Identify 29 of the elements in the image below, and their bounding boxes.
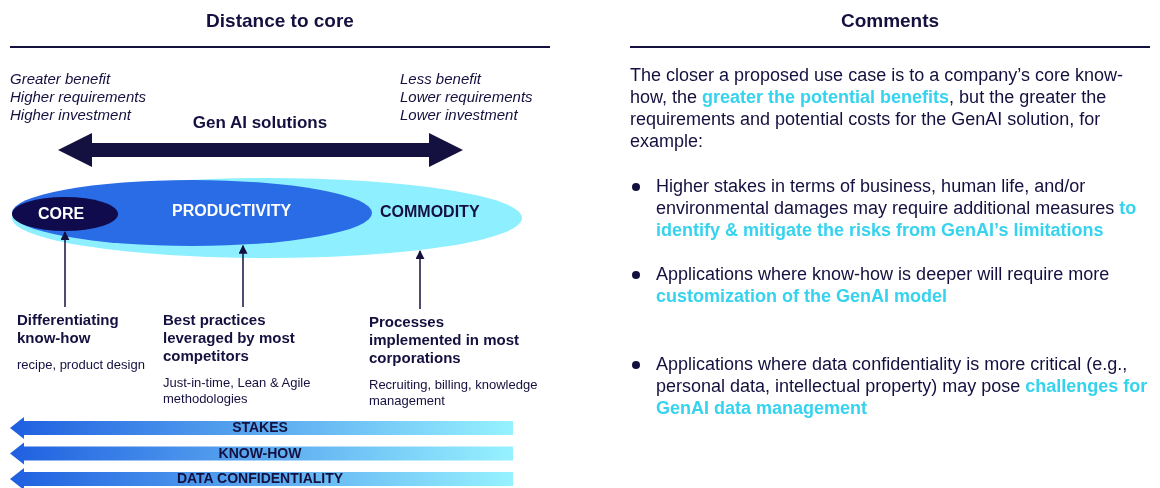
category-heading: Differentiating know-how (17, 311, 120, 347)
comment-paragraph: The closer a proposed use case is to a company’s core know-how, the greater the potential benefits, but the greater the requirements and potential costs for the GenAI solution, for example: (630, 64, 1124, 152)
arrow (238, 244, 248, 308)
arrow-label: Gen AI solutions (191, 113, 329, 133)
category-heading: Processes implemented in most corporations (369, 313, 521, 367)
scale-note: Higher requirements (10, 88, 146, 106)
scale-note: Lower requirements (400, 88, 533, 106)
category-heading: Best practices leveraged by most competitors (163, 311, 296, 365)
arrow-label: KNOW-HOW (217, 444, 303, 461)
example-text: recipe, product design (17, 357, 146, 373)
example-text: Just-in-time, Lean & Agile methodologies (163, 375, 312, 407)
scale-note: Less benefit (400, 70, 481, 88)
panel-title: Distance to core (205, 10, 355, 32)
bullet-text: Applications where data confidentiality is more critical (e.g., personal data, intellectual property) may pose challenges for GenAI data management (656, 353, 1149, 419)
scale-note: Lower investment (400, 106, 518, 124)
arrow (415, 250, 425, 310)
bullet-text: Higher stakes in terms of business, human life, and/or environmental damages may require additional measures to identify & mitigate the risks from GenAI’s limitations (656, 175, 1138, 241)
ellipse-label: CORE (38, 205, 85, 223)
scale-note: Greater benefit (10, 70, 111, 88)
core-ellipse (12, 197, 118, 231)
scale-note: Higher investment (10, 106, 131, 124)
arrow (60, 231, 70, 308)
bullet-text: Applications where know-how is deeper will require more customization of the GenAI model (656, 263, 1111, 307)
arrow-label: STAKES (231, 419, 289, 435)
ellipse-label: COMMODITY (380, 203, 480, 221)
arrow-label: DATA CONFIDENTIALITY (175, 470, 345, 486)
panel-title: Comments (839, 10, 941, 32)
ellipse-label: PRODUCTIVITY (172, 202, 292, 220)
example-text: Recruiting, billing, knowledge management (369, 377, 539, 409)
